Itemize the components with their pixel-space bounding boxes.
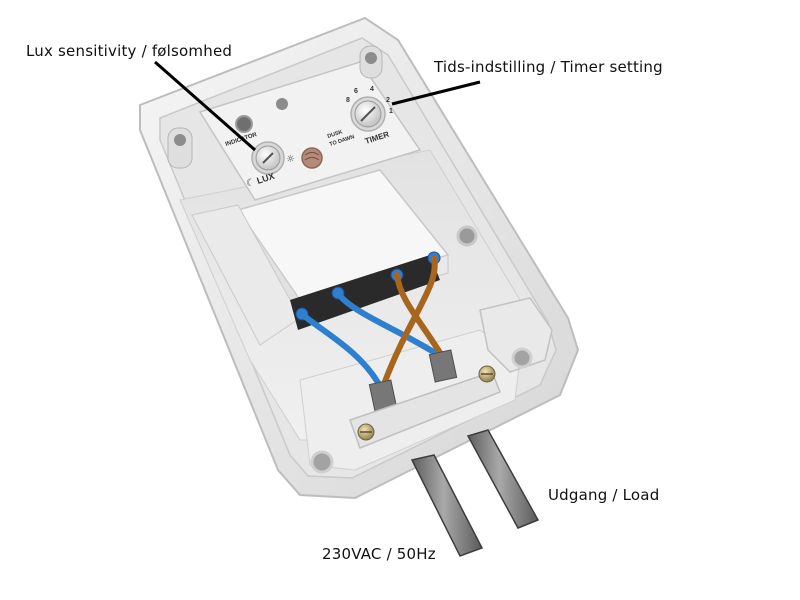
timer-scale-2: 2	[386, 97, 390, 104]
callout-leader-lines	[154, 60, 481, 152]
mounting-hole-right	[456, 225, 478, 247]
timer-scale-4: 4	[370, 86, 374, 93]
callout-load-output: Udgang / Load	[548, 486, 660, 504]
dusk-label: DUSK	[327, 129, 344, 140]
cable-clamp	[349, 365, 501, 449]
leader-lux	[154, 60, 256, 152]
mounting-hole-bottom-left	[310, 450, 334, 474]
wire-blue-right	[335, 290, 443, 359]
leader-timer	[391, 80, 481, 106]
sun-icon: ☼	[286, 154, 295, 165]
callout-lux-sensitivity: Lux sensitivity / følsomhed	[26, 42, 233, 60]
moon-icon: ☾	[246, 178, 255, 189]
mounting-hole-top-right	[359, 45, 383, 79]
wire-blue-left	[299, 311, 383, 389]
mounting-hole-top-left	[167, 127, 193, 169]
timer-scale-6: 6	[354, 88, 358, 95]
photocell-sensor	[301, 147, 323, 169]
ferrule-right	[428, 349, 458, 383]
timer-dial: 8 6 4 2 1 TIMER DUSK TO DAWN	[327, 86, 393, 148]
wire-brown-center	[394, 272, 445, 359]
wire-brown-cross	[381, 255, 438, 387]
panel-hole	[276, 98, 288, 110]
internal-wires	[299, 255, 458, 413]
cable-supply	[410, 454, 484, 557]
mounting-hole-bottom-right	[511, 347, 533, 369]
cable-load	[466, 429, 540, 529]
external-cables	[410, 429, 540, 557]
timer-scale-1: 1	[389, 108, 393, 115]
callout-timer-setting: Tids-indstilling / Timer setting	[434, 58, 663, 76]
timer-scale-8: 8	[346, 97, 350, 104]
callout-supply-voltage: 230VAC / 50Hz	[322, 545, 436, 563]
